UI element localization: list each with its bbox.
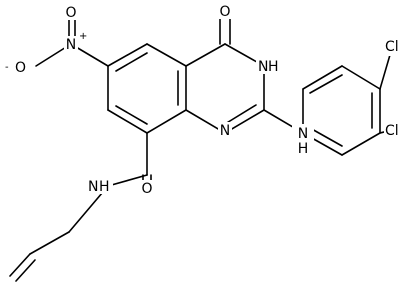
chlorine-lower-label: Cl [384, 121, 402, 139]
cl-upper-text: Cl [385, 39, 399, 55]
cl-lower-text: Cl [385, 123, 399, 139]
nitro-plus-charge: + [79, 31, 87, 42]
amide-nh-label: N H [86, 178, 113, 195]
atom-labels: N + O - O O N H N N H [3, 3, 402, 197]
n1-text: N [220, 123, 230, 139]
bonds [9, 15, 393, 282]
nitro-nitrogen-label: N + [64, 31, 87, 53]
amine-n-text: N [298, 126, 308, 142]
amine-h-text: H [298, 141, 309, 157]
carbonyl-o-text: O [219, 4, 230, 20]
chlorine-upper-label: Cl [384, 38, 402, 56]
n3-h-text: H [268, 59, 279, 75]
nitro-o-top-text: O [65, 5, 76, 21]
nitro-oxygen-double-label: O [64, 4, 78, 21]
amide-o-text: O [141, 181, 152, 197]
amide-oxygen-label: O [140, 180, 154, 197]
nitro-n-text: N [66, 37, 76, 53]
amine-nh-label: N H [292, 124, 314, 157]
carbonyl-oxygen-label: O [218, 3, 232, 20]
nitro-minus-charge: - [5, 62, 9, 73]
nitro-o-minus-text: O [15, 60, 26, 76]
n1-label: N [218, 122, 232, 139]
amide-h-text: H [99, 179, 110, 195]
nitro-oxygen-minus-label: - O [3, 58, 27, 76]
n3-text: N [258, 59, 268, 75]
amide-n-text: N [88, 179, 98, 195]
n3-h-label: N H [256, 58, 282, 75]
